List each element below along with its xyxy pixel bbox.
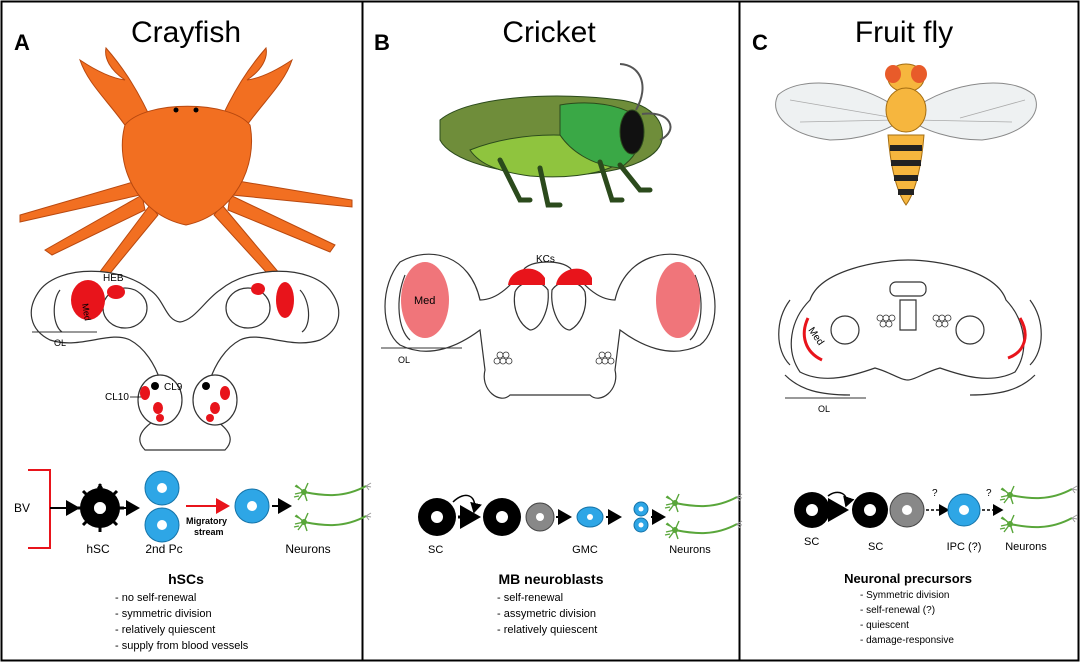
panel-a-title: Crayfish [131,16,241,49]
panel-c-title: Fruit fly [855,16,953,49]
label-ol-c: OL [818,404,830,414]
summary-a-1: - symmetric division [115,608,212,620]
label-med-a: Med [80,303,93,322]
fly-med-left [802,317,823,362]
label-neurons-a: Neurons [285,542,330,556]
cricket-med-right [656,262,700,338]
summary-a-2: - relatively quiescent [115,624,215,636]
neuron-b2 [664,520,743,540]
summary-title-a: hSCs [168,571,204,587]
cricket-med-left [401,262,449,338]
summary-a-3: - supply from blood vessels [115,640,249,652]
fly-glomeruli [876,314,952,328]
cricket-illustration [439,63,672,208]
pathway-c: SC SC ? IPC (?) ? Neurons [794,485,1078,553]
label-med-b: Med [414,295,435,307]
label-neurons-b: Neurons [669,544,711,556]
label-ol-a: OL [54,338,66,348]
kcs-left [508,268,545,285]
label-gmc: GMC [572,544,598,556]
neuron-a2 [293,512,372,532]
label-sc-c2: SC [868,541,883,553]
label-heb: HEB [103,273,124,284]
summary-title-b: MB neuroblasts [498,571,603,587]
cricket-glomeruli [493,351,615,365]
summary-c-0: - Symmetric division [860,590,949,601]
fly-brain [778,259,1042,396]
crayfish-illustration [19,46,353,289]
label-ol-b: OL [398,355,410,365]
neuron-b1 [664,493,743,513]
label-cl10: CL10 [105,392,129,403]
neuron-c2 [999,514,1078,534]
label-hsc: hSC [86,542,110,556]
label-q1: ? [932,488,938,499]
kcs-right [556,268,592,285]
label-sc-c1: SC [804,536,819,548]
fly-illustration [775,63,1037,206]
summary-c-3: - damage-responsive [860,635,954,646]
neuron-c1 [999,485,1078,505]
crayfish-brain-niches [71,280,294,422]
panel-a-letter: A [14,30,30,55]
label-neurons-c: Neurons [1005,541,1047,553]
summary-b-2: - relatively quiescent [497,624,597,636]
panel-c-border [738,0,1080,662]
summary-c-1: - self-renewal (?) [860,605,935,616]
label-migratory: Migratory [186,516,227,526]
cl9-dot-right [202,382,210,390]
summary-a-0: - no self-renewal [115,592,196,604]
pathway-b: SC GMC Neurons [418,493,743,556]
summary-b-0: - self-renewal [497,592,563,604]
fly-med-right [1007,317,1027,360]
label-q2: ? [986,488,992,499]
label-stream: stream [194,527,224,537]
label-sc-b: SC [428,544,443,556]
pathway-a: BV hSC 2nd Pc Migratory stream Neurons [14,469,372,556]
label-cl9: CL9 [164,382,183,393]
label-2nd-pc: 2nd Pc [145,542,182,556]
panel-c-letter: C [752,30,768,55]
label-ipc: IPC (?) [947,541,982,553]
summary-b-1: - assymetric division [497,608,596,620]
panel-b-letter: B [374,30,390,55]
summary-c-2: - quiescent [860,620,909,631]
neuron-a1 [293,482,372,502]
cl9-dot-left [151,382,159,390]
summary-title-c: Neuronal precursors [844,571,972,586]
label-kcs: KCs [536,254,555,265]
label-bv: BV [14,501,30,515]
panel-b-title: Cricket [502,16,596,49]
